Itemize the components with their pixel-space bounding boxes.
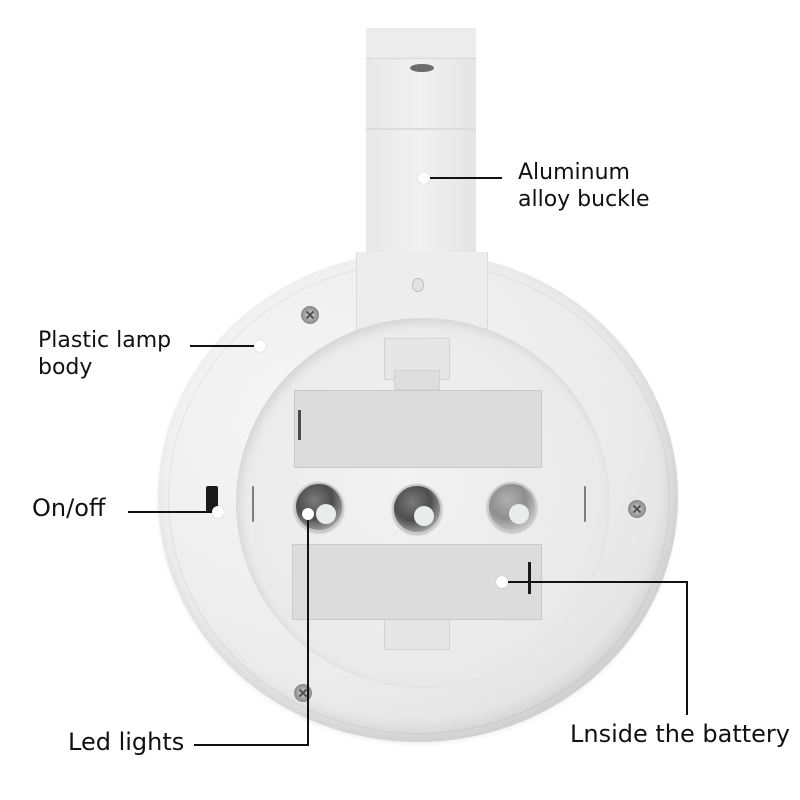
lamp-body-label-line-1: Plastic lamp	[38, 328, 172, 353]
battery-label: Lnside the battery	[570, 720, 790, 749]
battery-anchor-dot	[496, 576, 508, 588]
buckle-leader-line	[430, 177, 502, 179]
switch-label-line-1: On/off	[32, 494, 106, 522]
side-mark-left	[252, 486, 254, 522]
lamp-body-leader-line	[190, 345, 256, 347]
top-clip-tab	[394, 370, 440, 390]
buckle-hole	[412, 278, 424, 292]
battery-cover-top-mark	[298, 410, 301, 440]
buckle-anchor-dot	[418, 172, 430, 184]
led-anchor-dot	[302, 508, 314, 520]
lamp-body-label-line-2: body	[38, 354, 93, 380]
battery-leader-horizontal	[508, 581, 688, 583]
buckle-label-line-2: alloy buckle	[518, 186, 650, 212]
buckle-top-fold	[366, 28, 476, 59]
led-light-1	[294, 482, 344, 532]
led-light-3	[487, 482, 537, 532]
side-mark-right	[584, 486, 586, 522]
led-leader-vertical	[307, 520, 309, 746]
battery-cover-bottom-mark	[528, 562, 531, 594]
battery-leader-vertical	[686, 581, 688, 715]
lamp-body-label: Plastic lamp body	[38, 328, 171, 382]
lamp-body-anchor-dot	[254, 340, 266, 352]
led-leader-horizontal	[194, 744, 309, 746]
screw-icon	[628, 500, 646, 518]
led-label: Led lights	[68, 728, 184, 757]
on-off-switch[interactable]	[206, 486, 218, 512]
screw-icon	[301, 306, 319, 324]
buckle-bend-line	[366, 128, 476, 130]
led-light-2	[392, 484, 442, 534]
switch-anchor-dot	[212, 506, 224, 518]
buckle-label: Aluminum alloy buckle	[518, 160, 650, 214]
led-label-line-1: Led lights	[68, 728, 185, 756]
buckle-slot	[410, 64, 434, 72]
screw-icon	[294, 684, 312, 702]
battery-cover-top	[294, 390, 542, 468]
battery-label-line-1: Lnside the battery	[570, 720, 790, 748]
switch-label: On/off	[32, 494, 105, 523]
buckle-label-line-1: Aluminum	[518, 160, 630, 185]
switch-leader-line	[128, 511, 212, 513]
